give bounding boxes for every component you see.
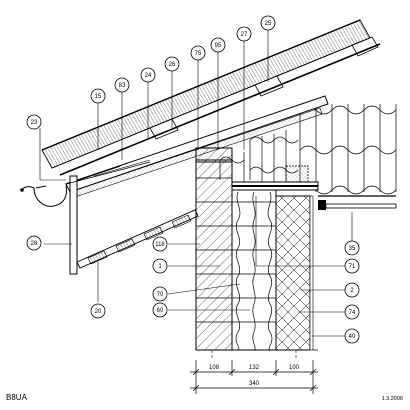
drawing-date: 1.3.2006 [382,396,403,402]
callout-circle [236,26,252,42]
callout-label: 23 [31,120,38,126]
callout-label: 24 [145,73,152,79]
callout-circle [190,45,206,61]
callout-40: 40 [344,328,360,344]
callout-label: 71 [349,264,356,270]
callout-1: 1 [152,258,168,274]
dimension-340: 340 [249,381,260,387]
callout-35: 35 [344,240,360,256]
dimension-100: 100 [289,365,300,371]
callout-label: 1 [158,264,162,270]
callout-circle [344,240,360,256]
callout-circle [152,302,168,318]
callout-label: 35 [349,246,356,252]
callout-label: 95 [215,43,222,49]
callout-circle [344,282,360,298]
callout-circle [26,114,42,130]
callout-27: 27 [236,26,252,42]
gutter [20,185,67,207]
callout-label: 25 [265,21,272,27]
leader-lines [39,30,353,337]
callout-circle [164,56,180,72]
callout-circle [114,77,130,93]
callout-26: 26 [164,56,180,72]
callout-circle [344,258,360,274]
callout-circle [260,15,276,31]
callout-95: 95 [210,37,226,53]
callout-25: 25 [260,15,276,31]
callout-circle [344,304,360,320]
callout-circle [140,67,156,83]
callout-label: 26 [169,62,176,68]
callout-label: 60 [157,308,164,314]
callout-label: 28 [31,241,38,247]
dimension-132: 132 [249,365,260,371]
callout-label: 20 [95,309,102,315]
callout-23: 23 [26,114,42,130]
drawing-code: B8UA [6,393,28,402]
callout-circle [210,37,226,53]
callout-label: 27 [241,32,248,38]
callout-24: 24 [140,67,156,83]
callout-circle [90,303,106,319]
callout-label: 74 [349,310,356,316]
callout-circle [344,328,360,344]
callout-label: 118 [155,242,165,248]
callout-circle [152,286,168,302]
callout-label: 75 [195,51,202,57]
callout-label: 15 [95,94,102,100]
wall-section [195,147,397,360]
callout-60: 60 [152,302,168,318]
callout-83: 83 [114,77,130,93]
dimension-108: 108 [209,365,220,371]
callout-71: 71 [344,258,360,274]
callout-circle [90,88,106,104]
dimension-lines [190,360,318,394]
callout-label: 83 [119,83,126,89]
callout-circle [152,258,168,274]
callout-75: 75 [190,45,206,61]
callout-circle [152,236,168,252]
callout-74: 74 [344,304,360,320]
callout-15: 15 [90,88,106,104]
callout-label: 40 [349,334,356,340]
callout-28: 28 [26,235,42,251]
callout-2: 2 [344,282,360,298]
callout-label: 2 [350,288,354,294]
callout-118: 118 [152,236,168,252]
callout-20: 20 [90,303,106,319]
callout-circle [26,235,42,251]
roof-section [41,19,381,275]
callout-70: 70 [152,286,168,302]
callout-bubbles: 15 83 24 26 75 95 27 25 23 28 118 1 70 60 20 35 71 2 74 40 [26,15,360,344]
callout-label: 70 [157,292,164,298]
